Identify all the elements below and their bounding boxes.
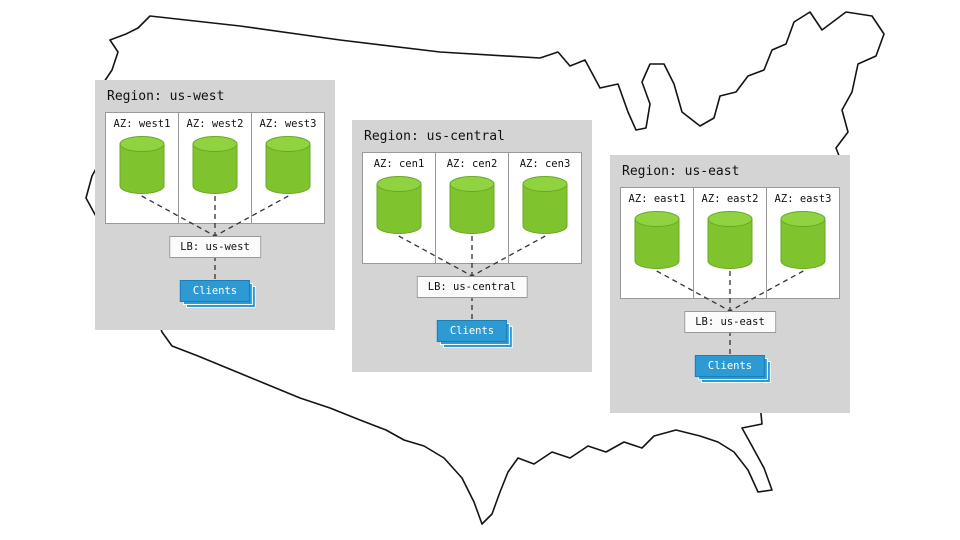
clients-node: Clients bbox=[179, 280, 257, 308]
load-balancer-node: LB: us-central bbox=[416, 276, 528, 298]
database-cylinder-icon bbox=[376, 176, 422, 234]
database-cylinder-icon bbox=[119, 136, 165, 194]
az-column: AZ: west2 bbox=[179, 113, 252, 223]
region-card-us-central: Region: us-central AZ: cen1 AZ: cen2 AZ:… bbox=[352, 120, 592, 372]
load-balancer-node: LB: us-west bbox=[169, 236, 261, 258]
clients-label: Clients bbox=[179, 280, 251, 302]
load-balancer-node: LB: us-east bbox=[684, 311, 776, 333]
database-cylinder-icon bbox=[265, 136, 311, 194]
database-cylinder-icon bbox=[634, 211, 680, 269]
az-panel: AZ: west1 AZ: west2 AZ: west3 bbox=[105, 112, 325, 224]
database-cylinder-icon bbox=[192, 136, 238, 194]
az-column: AZ: cen3 bbox=[509, 153, 581, 263]
az-label: AZ: west2 bbox=[186, 118, 244, 130]
database-cylinder-icon bbox=[707, 211, 753, 269]
clients-node: Clients bbox=[694, 355, 772, 383]
az-panel: AZ: cen1 AZ: cen2 AZ: cen3 bbox=[362, 152, 582, 264]
clients-label: Clients bbox=[436, 320, 508, 342]
az-column: AZ: east2 bbox=[694, 188, 767, 298]
az-label: AZ: east2 bbox=[701, 193, 759, 205]
az-column: AZ: west1 bbox=[106, 113, 179, 223]
az-column: AZ: cen2 bbox=[436, 153, 509, 263]
clients-node: Clients bbox=[436, 320, 514, 348]
database-cylinder-icon bbox=[780, 211, 826, 269]
region-card-us-west: Region: us-west AZ: west1 AZ: west2 AZ: … bbox=[95, 80, 335, 330]
az-label: AZ: cen3 bbox=[519, 158, 571, 170]
az-label: AZ: west3 bbox=[259, 118, 317, 130]
database-cylinder-icon bbox=[449, 176, 495, 234]
az-label: AZ: west1 bbox=[113, 118, 171, 130]
region-title: Region: us-west bbox=[107, 89, 225, 104]
az-column: AZ: cen1 bbox=[363, 153, 436, 263]
az-label: AZ: east3 bbox=[774, 193, 832, 205]
az-panel: AZ: east1 AZ: east2 AZ: east3 bbox=[620, 187, 840, 299]
az-column: AZ: east1 bbox=[621, 188, 694, 298]
az-label: AZ: east1 bbox=[628, 193, 686, 205]
clients-label: Clients bbox=[694, 355, 766, 377]
az-label: AZ: cen1 bbox=[373, 158, 425, 170]
database-cylinder-icon bbox=[522, 176, 568, 234]
region-title: Region: us-central bbox=[364, 129, 505, 144]
az-column: AZ: east3 bbox=[767, 188, 839, 298]
region-card-us-east: Region: us-east AZ: east1 AZ: east2 AZ: … bbox=[610, 155, 850, 413]
az-label: AZ: cen2 bbox=[446, 158, 498, 170]
region-title: Region: us-east bbox=[622, 164, 740, 179]
az-column: AZ: west3 bbox=[252, 113, 324, 223]
